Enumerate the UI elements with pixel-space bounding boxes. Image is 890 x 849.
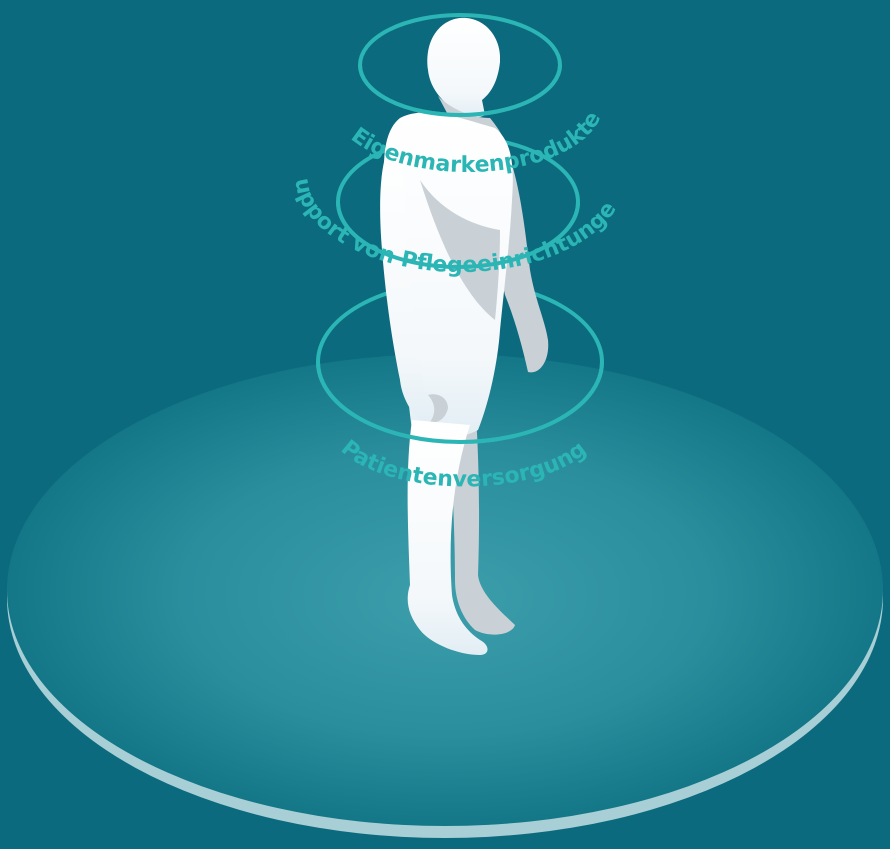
figure-head [427, 18, 500, 117]
label-support-pflegeeinrichtungen: Support von Pflegeeinrichtungen [0, 0, 622, 278]
label-middle-path: Support von Pflegeeinrichtungen [0, 0, 622, 278]
